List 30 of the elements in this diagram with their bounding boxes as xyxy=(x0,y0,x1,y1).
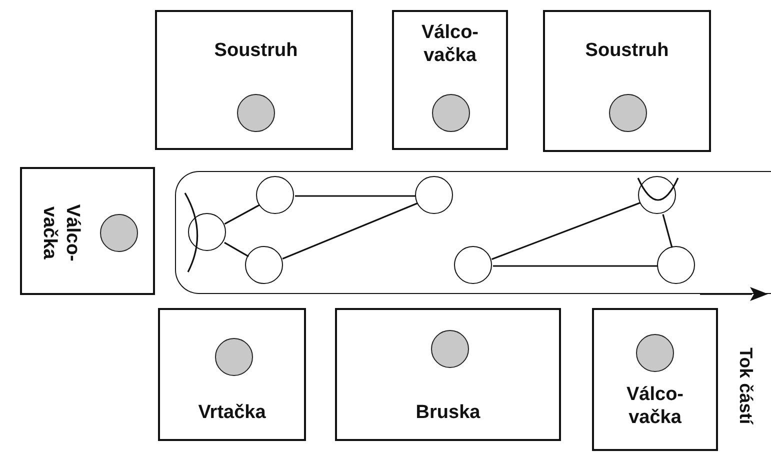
connector-line xyxy=(224,204,260,225)
machine-box xyxy=(392,10,508,150)
machine-label: Válco- vačka xyxy=(420,22,480,68)
machine-box xyxy=(158,308,306,441)
workstation-circle xyxy=(638,176,676,214)
machine-box xyxy=(335,308,561,441)
connector-line xyxy=(491,202,641,260)
machine-box xyxy=(20,167,155,295)
cell-band xyxy=(175,171,771,294)
machine-label: Bruska xyxy=(414,402,482,425)
workstation-circle xyxy=(188,213,226,252)
connector-line xyxy=(493,265,658,267)
machine-label: Válco- vačka xyxy=(38,203,83,264)
machine-box xyxy=(155,10,353,150)
connector-line xyxy=(282,202,418,260)
connector-line xyxy=(662,214,673,248)
workstation-circle xyxy=(256,176,294,214)
connector-line xyxy=(295,195,416,197)
workstation-circle xyxy=(245,246,284,284)
connector-line xyxy=(224,242,249,258)
workstation-circle xyxy=(454,246,492,284)
workstation-circle xyxy=(657,246,696,284)
machine-label: Soustruh xyxy=(213,40,299,63)
machine-box xyxy=(543,10,711,152)
machine-box xyxy=(592,308,718,451)
workstation-circle xyxy=(415,176,454,214)
machine-label: Soustruh xyxy=(584,40,670,63)
machine-label: Válco- vačka xyxy=(625,384,685,430)
machine-label: Vrtačka xyxy=(197,402,267,425)
flow-label: Tok částí xyxy=(734,346,756,426)
